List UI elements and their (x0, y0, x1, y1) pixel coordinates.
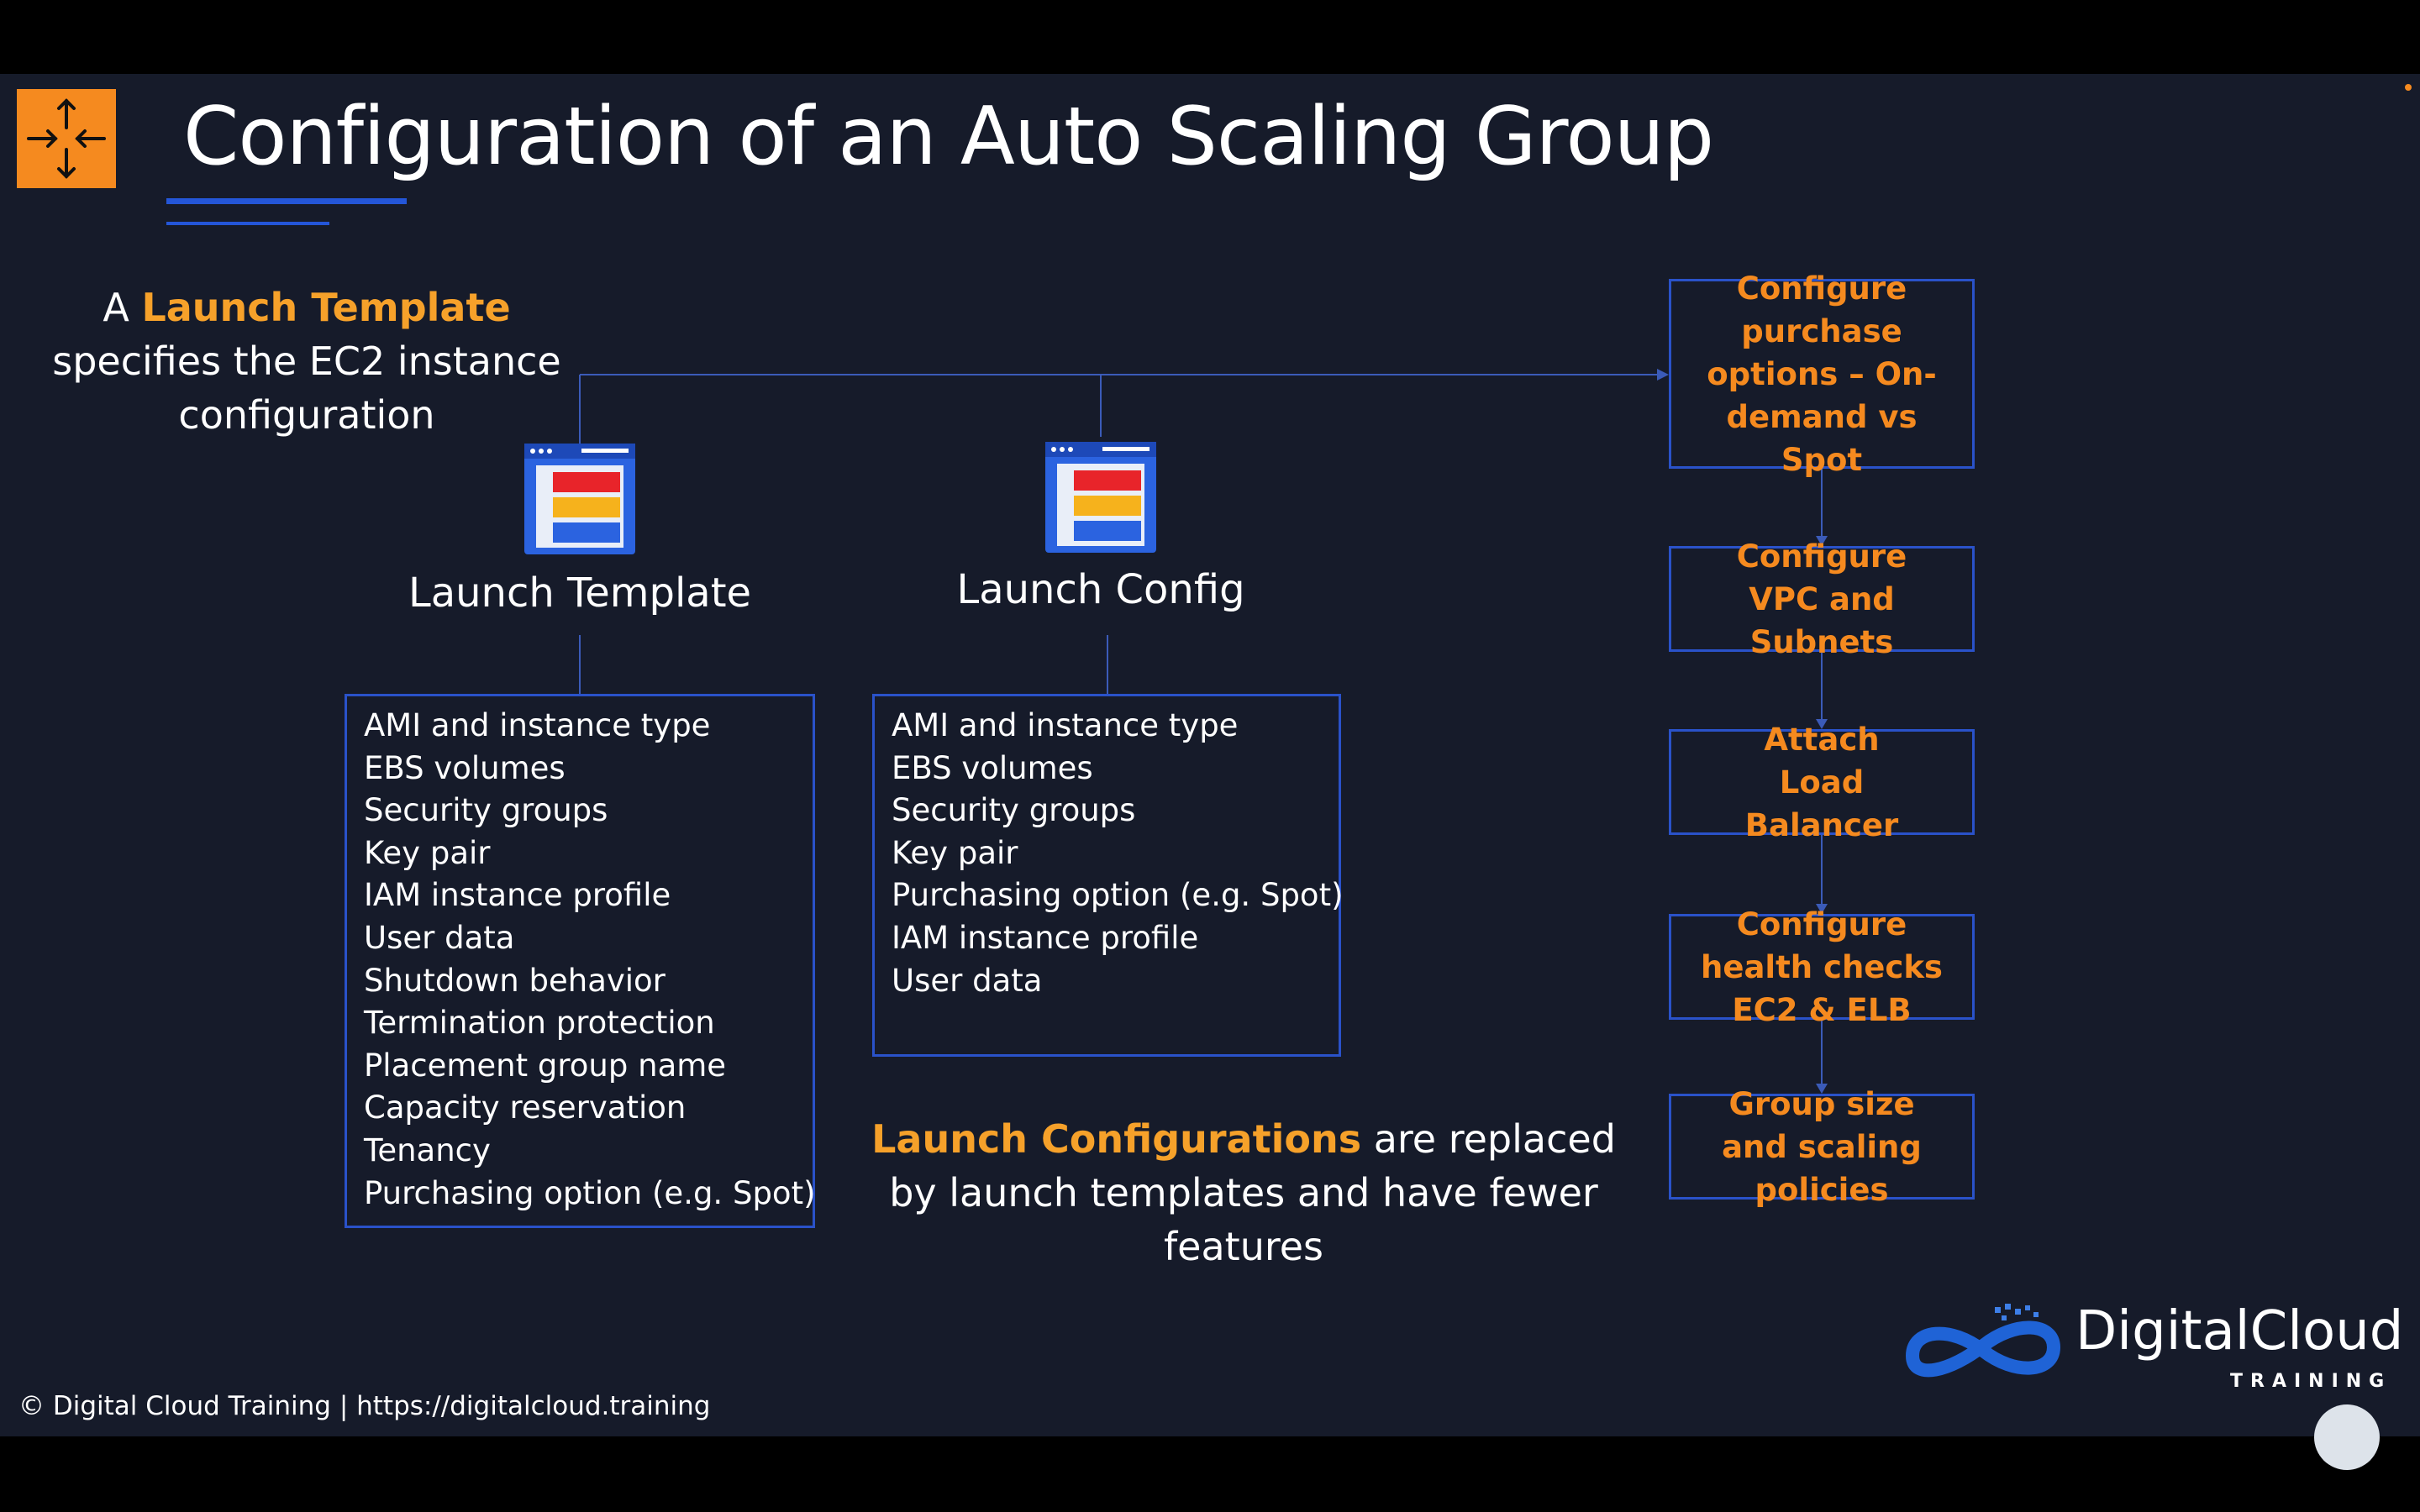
list-item: Placement group name (364, 1047, 727, 1084)
intro-text: A Launch Template specifies the EC2 inst… (25, 281, 588, 442)
list-item: Security groups (892, 792, 1136, 829)
list-item: Security groups (364, 792, 608, 829)
flow-step-load-balancer: Attach Load Balancer (1669, 722, 1975, 843)
title-underline-short (166, 222, 329, 225)
list-item: Key pair (364, 834, 491, 871)
launch-template-list: AMI and instance type EBS volumes Securi… (345, 694, 816, 1228)
presenter-avatar (2314, 1404, 2380, 1470)
brand-sub: TRAINING (2230, 1371, 2392, 1392)
list-item: Tenancy (364, 1131, 491, 1168)
list-item: Shutdown behavior (364, 962, 666, 999)
footer-copyright: © Digital Cloud Training | https://digit… (18, 1391, 711, 1421)
list-item: EBS volumes (364, 749, 566, 786)
list-item: AMI and instance type (364, 707, 711, 743)
list-item: Key pair (892, 834, 1018, 871)
note-suffix: are replaced by launch templates and hav… (889, 1116, 1616, 1269)
launch-config-label: Launch Config (956, 566, 1245, 613)
note-highlight: Launch Configurations (871, 1116, 1362, 1162)
page-title: Configuration of an Auto Scaling Group (183, 91, 1714, 183)
list-item: Purchasing option (e.g. Spot) (364, 1174, 816, 1211)
flow-step-vpc-subnets: Configure VPC and Subnets (1669, 538, 1975, 660)
launch-config-icon (1045, 442, 1156, 556)
list-item: EBS volumes (892, 749, 1093, 786)
slide (0, 74, 2420, 1436)
list-item: User data (892, 962, 1043, 999)
brand-name: DigitalCloud (2075, 1300, 2404, 1362)
list-item: User data (364, 919, 515, 956)
brand-infinity-icon (1901, 1304, 2065, 1394)
intro-suffix: specifies the EC2 instance configuration (52, 339, 561, 438)
flow-step-group-size: Group size and scaling policies (1669, 1086, 1975, 1208)
list-item: Purchasing option (e.g. Spot) (892, 877, 1344, 914)
recording-dot (2405, 84, 2412, 91)
list-item: AMI and instance type (892, 707, 1239, 743)
list-item: Termination protection (364, 1005, 715, 1042)
launch-template-label: Launch Template (408, 570, 752, 617)
list-item: Capacity reservation (364, 1089, 687, 1126)
brand-logo: DigitalCloud TRAINING (1901, 1300, 2404, 1394)
auto-scaling-icon (17, 89, 116, 188)
list-item: IAM instance profile (364, 877, 671, 914)
flow-step-purchase-options: Configure purchase options – On-demand v… (1669, 270, 1975, 478)
flow-step-health-checks: Configure health checks EC2 & ELB (1669, 906, 1975, 1028)
launch-config-list: AMI and instance type EBS volumes Securi… (872, 694, 1344, 1057)
title-underline (166, 198, 407, 204)
launch-config-note: Launch Configurations are replaced by la… (857, 1112, 1630, 1273)
launch-template-icon (524, 444, 635, 558)
list-item: IAM instance profile (892, 919, 1199, 956)
intro-prefix: A (103, 285, 142, 330)
intro-highlight: Launch Template (141, 285, 511, 330)
